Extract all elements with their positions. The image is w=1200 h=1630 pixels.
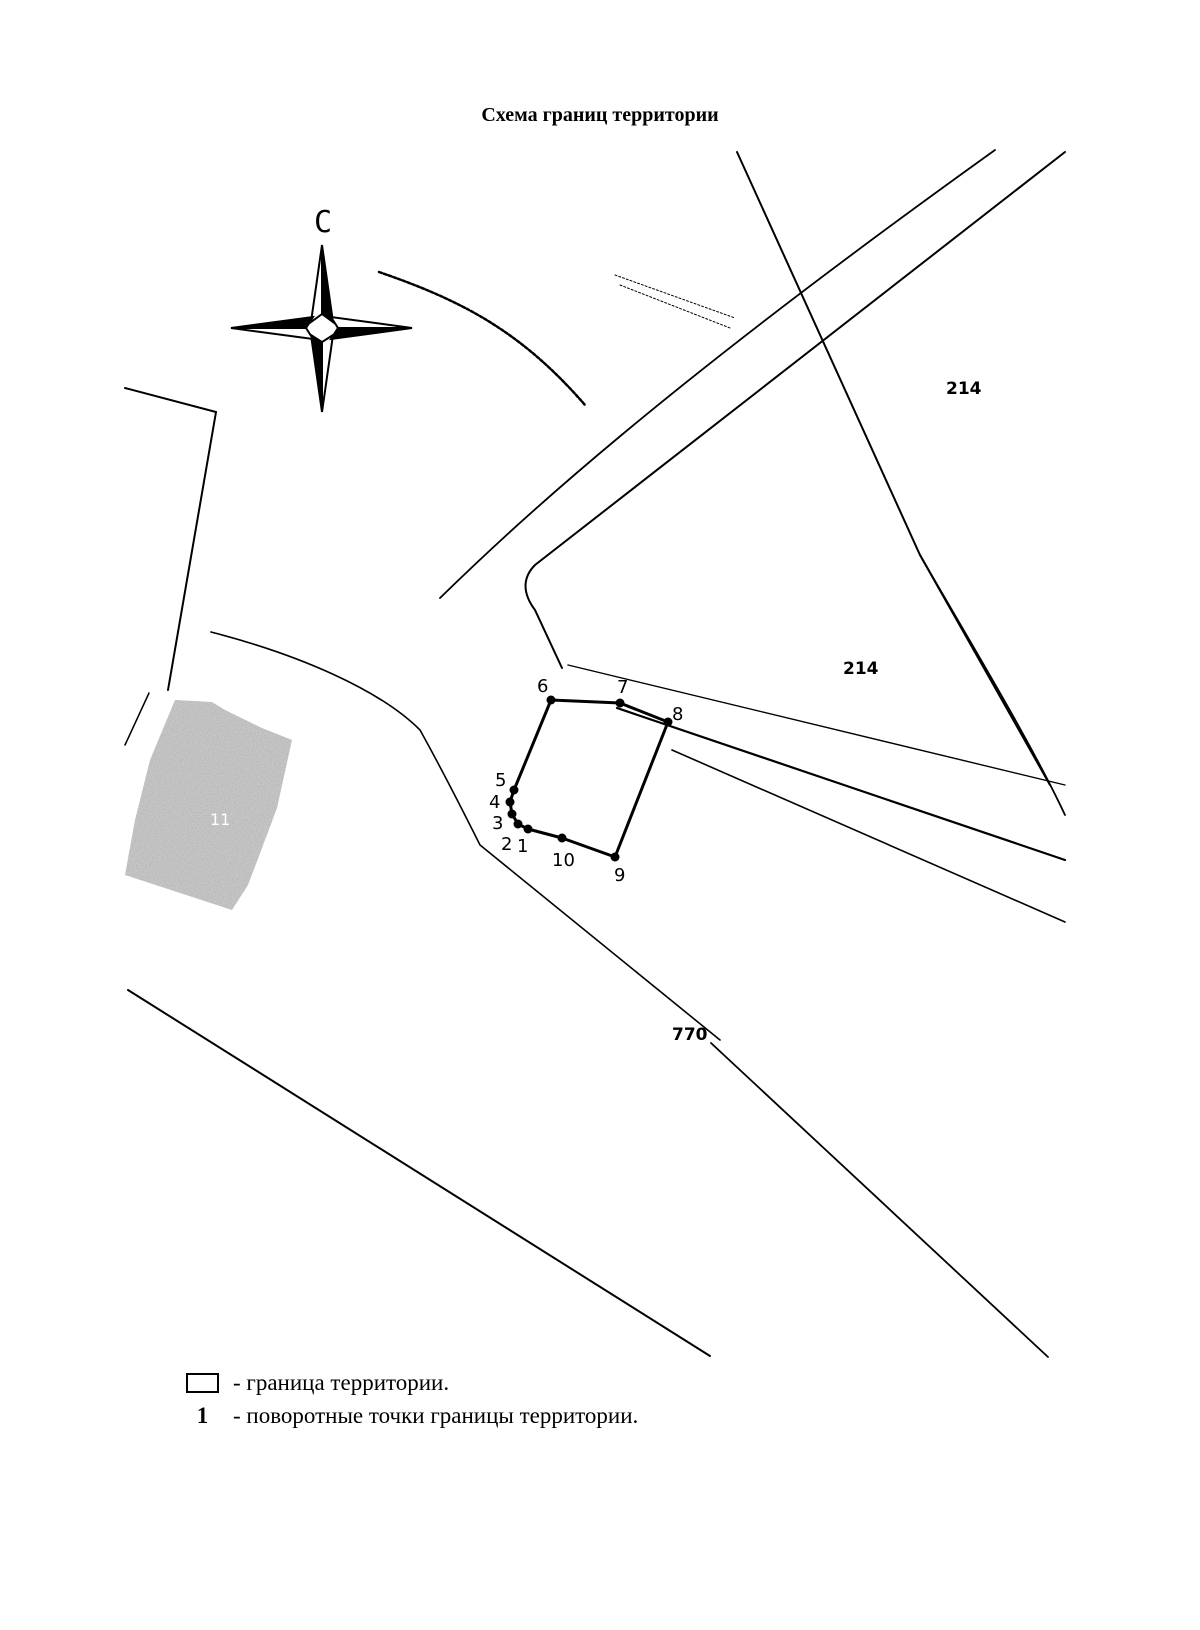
boundary-point-label-10: 10 — [552, 850, 575, 871]
boundary-point-3 — [507, 809, 517, 819]
legend-row-boundary: - граница территории. — [186, 1366, 638, 1399]
boundary-point-label-1: 1 — [517, 836, 528, 857]
road-boundary — [210, 631, 721, 1041]
boundary-point-label-2: 2 — [501, 834, 512, 855]
boundary-swatch-icon — [186, 1372, 219, 1393]
boundary-point-1 — [523, 824, 533, 834]
parcel-divider-line — [736, 151, 1051, 786]
page-title: Схема границ территории — [481, 104, 719, 126]
road-edge-east — [671, 749, 1066, 923]
compass-rose-icon: С — [230, 205, 413, 413]
boundary-point-label-4: 4 — [489, 792, 500, 813]
territory-boundary-line — [508, 698, 670, 859]
boundary-point-4 — [505, 797, 515, 807]
legend-points-text: - поворотные точки границы территории. — [233, 1402, 639, 1428]
legend: - граница территории. 1 - поворотные точ… — [186, 1366, 638, 1432]
plot-boundary-left — [124, 387, 218, 691]
building-11: 11 — [125, 700, 292, 910]
legend-boundary-text: - граница территории. — [233, 1369, 450, 1395]
boundary-point-label-8: 8 — [672, 704, 683, 725]
boundary-point-label-9: 9 — [614, 865, 625, 886]
parcel-214-lower-edge — [567, 664, 1066, 786]
road-edge-south — [127, 989, 711, 1357]
boundary-point-label-5: 5 — [495, 770, 506, 791]
road-line-lower — [524, 151, 1066, 669]
boundary-point-5 — [509, 785, 519, 795]
boundary-point-9 — [610, 852, 620, 862]
boundary-point-2 — [513, 819, 523, 829]
parcel-label-770: 770 — [672, 1025, 708, 1045]
boundary-point-label-6: 6 — [537, 676, 548, 697]
parcel-label-214-middle: 214 — [843, 659, 879, 679]
legend-row-points: 1 - поворотные точки границы территории. — [186, 1399, 639, 1432]
territory-boundary — [508, 698, 670, 859]
boundary-point-label-7: 7 — [617, 677, 628, 698]
road-line-upper — [439, 149, 996, 599]
curve-street — [377, 270, 587, 407]
boundary-point-8 — [663, 717, 673, 727]
boundary-point-label-3: 3 — [492, 813, 503, 834]
boundary-point-7 — [615, 698, 625, 708]
boundary-point-6 — [546, 695, 556, 705]
map-linework — [124, 149, 1067, 1358]
building-number: 11 — [210, 810, 230, 829]
compass-north-letter: С — [314, 205, 332, 240]
boundary-point-10 — [557, 833, 567, 843]
parcel-label-214-top: 214 — [946, 379, 982, 399]
boundary-extension — [615, 706, 1067, 862]
legend-marker-sample: 1 — [196, 1402, 209, 1428]
